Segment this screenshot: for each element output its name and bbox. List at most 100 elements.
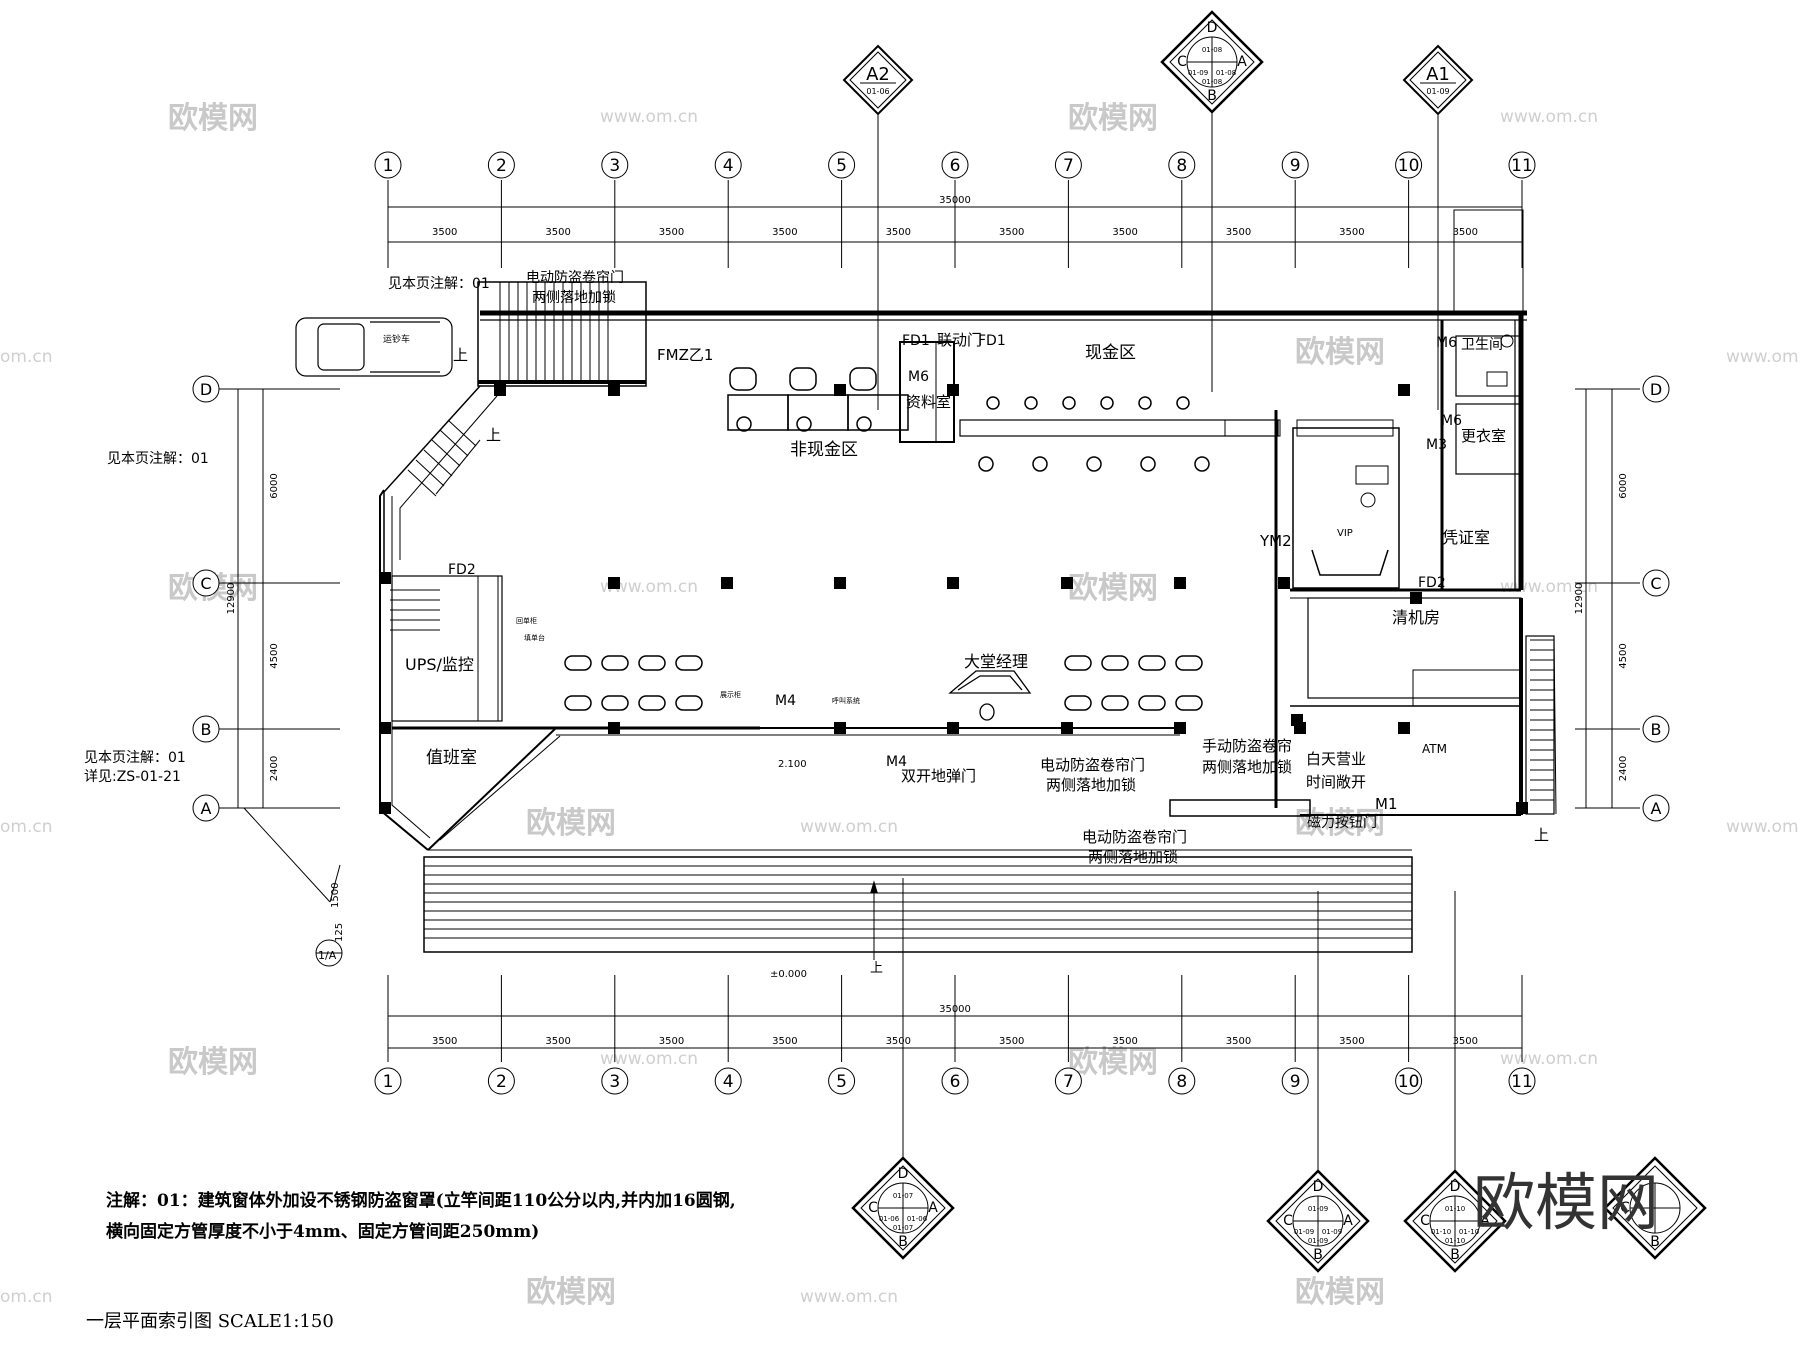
lobby-manager-desk: [948, 670, 1032, 721]
svg-text:A: A: [1343, 1213, 1353, 1229]
desk-stool: [736, 416, 752, 432]
column-square: [1398, 384, 1410, 396]
door-m1: M1: [1375, 795, 1398, 813]
waiting-chair: [1101, 655, 1129, 671]
column-bubble: [1281, 151, 1309, 179]
drawing-title: 一层平面索引图 SCALE1:150: [86, 1311, 334, 1332]
note-ref-3: 见本页注解：01: [84, 750, 186, 766]
column-bubble-label: 2: [496, 1072, 507, 1092]
up-steps: 上: [870, 961, 883, 976]
column-square: [947, 722, 959, 734]
svg-text:01-07: 01-07: [893, 1224, 913, 1232]
column-bubble: [1281, 1067, 1309, 1095]
svg-text:01-10: 01-10: [1431, 1228, 1451, 1236]
row-bubble: [1642, 715, 1670, 743]
svg-text:01-06: 01-06: [879, 1215, 900, 1223]
dim-span-label: 3500: [999, 1036, 1024, 1047]
shutter-manual-2: 两侧落地加锁: [1202, 758, 1292, 776]
counter-small-1: 回单柜: [516, 616, 537, 625]
waiting-chair: [1138, 655, 1166, 671]
svg-text:C: C: [868, 1200, 878, 1216]
teller-chair: [1138, 396, 1152, 410]
vdim-total-label: 12900: [1574, 583, 1585, 615]
column-bubble: [714, 1067, 742, 1095]
svg-text:01-09: 01-09: [1308, 1237, 1328, 1245]
column-square: [1174, 577, 1186, 589]
column-square: [1061, 577, 1073, 589]
watermark-url: www.om.cn: [600, 577, 698, 597]
column-bubble-label: 11: [1511, 156, 1533, 176]
shutter-steps-2: 两侧落地加锁: [1088, 848, 1178, 866]
svg-text:01-08: 01-08: [1202, 78, 1222, 86]
dim-span-label: 3500: [659, 1036, 684, 1047]
svg-text:C: C: [1283, 1213, 1293, 1229]
teller-chair: [1176, 396, 1190, 410]
room-vip: VIP: [1337, 528, 1353, 539]
column-bubble: [828, 151, 856, 179]
counter-small-2: 填单台: [524, 633, 545, 642]
svg-text:01-07: 01-07: [893, 1192, 913, 1200]
index-letter: A2: [866, 64, 890, 85]
watermark-url: www.om.cn: [600, 107, 698, 127]
dim-span-label: 3500: [772, 1036, 797, 1047]
column-square: [608, 722, 620, 734]
watermark-url: www.om.cn: [800, 1287, 898, 1307]
vdim-seg-label: 4500: [269, 643, 280, 668]
svg-text:01-10: 01-10: [1445, 1205, 1465, 1213]
watermark-brand: 欧模网: [168, 101, 258, 136]
index-letter: A1: [1426, 64, 1450, 85]
waiting-chair: [1064, 655, 1092, 671]
row-bubble-label: D: [1650, 380, 1662, 399]
watermark-url: www.om.cn: [600, 1049, 698, 1069]
magnetic-button: 磁力按钮门: [1307, 815, 1377, 831]
svg-text:01-08: 01-08: [1216, 69, 1236, 77]
column-bubble: [601, 151, 629, 179]
watermark-layer: 欧模网欧模网欧模网欧模网欧模网欧模网欧模网欧模网欧模网欧模网欧模网www.om.…: [0, 101, 1800, 1310]
row-bubble: [1642, 794, 1670, 822]
column-bubble: [1508, 151, 1536, 179]
door-m6-top: M6: [1436, 335, 1457, 351]
dim-125: 125: [334, 923, 345, 942]
row-bubble: [192, 794, 220, 822]
room-voucher: 凭证室: [1442, 528, 1490, 547]
column-square: [1291, 714, 1303, 726]
row-bubble-label: A: [1651, 799, 1662, 818]
column-bubble: [1054, 1067, 1082, 1095]
up-right: 上: [1534, 826, 1549, 844]
index-sheet: 01-06: [866, 87, 889, 96]
svg-text:B: B: [898, 1234, 908, 1250]
waiting-chair: [638, 695, 666, 711]
waiting-chair: [1101, 695, 1129, 711]
index-mark-a2: A2 01-06: [842, 44, 914, 410]
structural-columns: [379, 384, 1528, 814]
svg-text:01-09: 01-09: [1322, 1228, 1342, 1236]
row-bubble-label: C: [1650, 574, 1661, 593]
customer-stool: [978, 456, 994, 472]
dim-span-label: 3500: [1453, 227, 1478, 238]
note-line-1: 注解：01：建筑窗体外加设不锈钢防盗窗罩(立竿间距110公分以内,并内加16圆钢…: [106, 1190, 736, 1211]
svg-text:01-10: 01-10: [1445, 1237, 1465, 1245]
room-lobby-manager: 大堂经理: [964, 652, 1028, 671]
detail-ref: 详见:ZS-01-21: [84, 769, 181, 785]
door-m4-right: M4: [886, 754, 907, 770]
shutter-steps-1: 电动防盗卷帘门: [1082, 828, 1187, 846]
svg-text:B: B: [1207, 88, 1217, 104]
column-bubble: [1054, 151, 1082, 179]
column-bubble: [1508, 1067, 1536, 1095]
column-bubble: [941, 151, 969, 179]
svg-text:D: D: [1207, 20, 1218, 36]
day-business-2: 时间敞开: [1306, 773, 1366, 791]
vdim-seg-label: 2400: [1618, 756, 1629, 781]
watermark-big: 欧模网: [1473, 1166, 1659, 1239]
dim-span-label: 3500: [886, 1036, 911, 1047]
svg-text:D: D: [898, 1166, 909, 1182]
waiting-chair: [638, 655, 666, 671]
room-duty: 值班室: [426, 748, 477, 768]
room-ups: UPS/监控: [405, 655, 474, 674]
dim-span-label: 3500: [545, 1036, 570, 1047]
watermark-brand: 欧模网: [526, 1275, 616, 1310]
dim-span-label: 3500: [1339, 227, 1364, 238]
